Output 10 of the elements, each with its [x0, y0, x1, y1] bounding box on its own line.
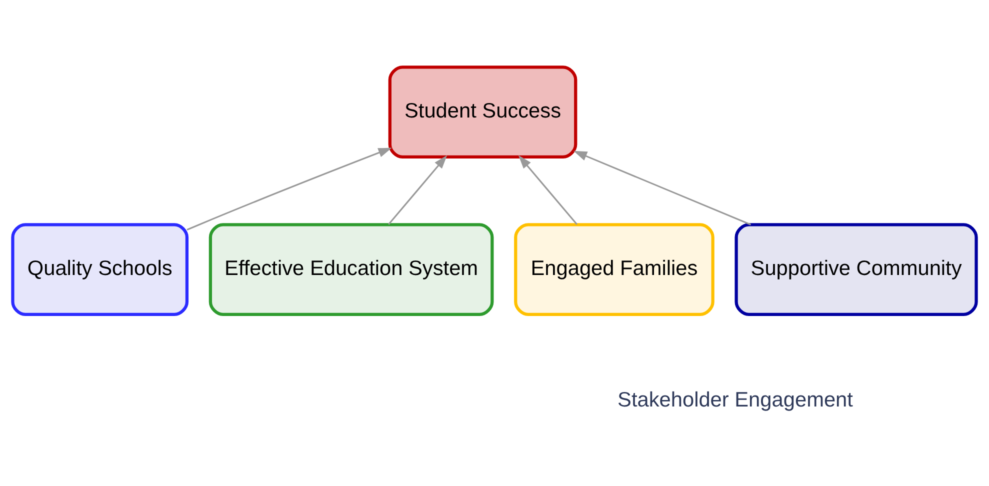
arrow [573, 150, 752, 225]
node-box: Effective Education System [208, 222, 494, 316]
arrow [518, 154, 578, 224]
arrow [388, 154, 448, 224]
node-box: Supportive Community [734, 222, 978, 316]
node-box: Student Success [388, 65, 578, 158]
node-box: Engaged Families [514, 222, 714, 316]
arrow [186, 147, 392, 230]
label: Stakeholder Engagement [618, 388, 853, 411]
node-box: Quality Schools [11, 222, 189, 316]
